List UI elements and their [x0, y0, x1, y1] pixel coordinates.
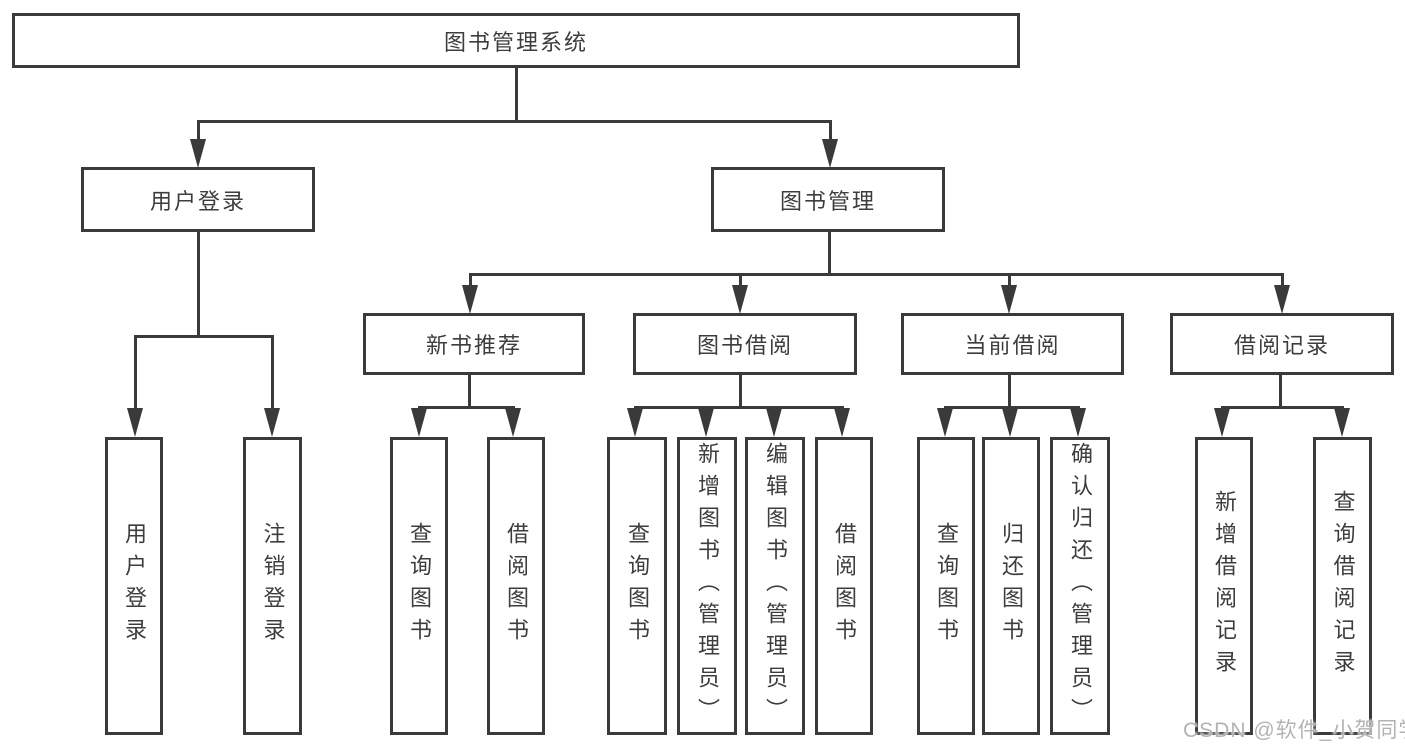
leaf-label: 查询图书 — [934, 522, 959, 650]
arrow-down-icon — [1001, 285, 1017, 314]
node-root: 图书管理系统 — [12, 13, 1020, 68]
node-leaf-user-login: 用户登录 — [105, 437, 163, 735]
arrow-down-icon — [627, 408, 643, 437]
node-leaf-return-books: 归还图书 — [982, 437, 1040, 735]
csdn-watermark: CSDN @软件_小贺同学 — [1183, 719, 1405, 742]
node-book-management-label: 图书管理 — [779, 188, 876, 214]
node-book-management: 图书管理 — [711, 167, 945, 232]
node-root-label: 图书管理系统 — [443, 29, 588, 55]
arrow-down-icon — [1274, 285, 1290, 314]
arrow-down-icon — [505, 408, 521, 437]
node-book-borrowing: 图书借阅 — [633, 313, 857, 375]
node-leaf-add-books-admin: 新增图书（管理员） — [677, 437, 737, 735]
arrow-down-icon — [1070, 408, 1086, 437]
connector-new-book-vertical — [468, 375, 471, 408]
connector-stub-user-login — [197, 120, 200, 142]
leaf-label: 归还图书 — [999, 522, 1024, 650]
arrow-down-icon — [1214, 408, 1230, 437]
connector-stub-login — [134, 335, 137, 411]
node-new-book-recommend-label: 新书推荐 — [425, 333, 522, 358]
leaf-label: 借阅图书 — [832, 522, 857, 650]
leaf-label: 新增借阅记录 — [1212, 490, 1237, 682]
arrow-down-icon — [822, 139, 838, 168]
arrow-down-icon — [127, 408, 143, 437]
node-leaf-query-books-current: 查询图书 — [917, 437, 975, 735]
connector-user-login-horizontal — [134, 335, 274, 338]
connector-stub-current-borrow — [1008, 273, 1011, 287]
leaf-label: 新增图书（管理员） — [695, 442, 720, 730]
node-leaf-borrow-books-recommend: 借阅图书 — [487, 437, 545, 735]
connector-book-borrow-horizontal — [634, 406, 844, 409]
connector-new-book-horizontal — [418, 406, 515, 409]
node-leaf-edit-books-admin: 编辑图书（管理员） — [745, 437, 805, 735]
arrow-down-icon — [732, 285, 748, 314]
connector-user-login-vertical — [197, 232, 200, 337]
node-user-login: 用户登录 — [81, 167, 315, 232]
node-current-borrowing: 当前借阅 — [901, 313, 1124, 375]
leaf-label: 查询借阅记录 — [1330, 490, 1356, 682]
node-current-borrowing-label: 当前借阅 — [964, 333, 1061, 358]
arrow-down-icon — [462, 285, 478, 314]
connector-level3-horizontal — [469, 273, 1283, 276]
connector-borrow-records-vertical — [1279, 375, 1282, 408]
node-leaf-query-books-recommend: 查询图书 — [390, 437, 448, 735]
node-borrowing-records: 借阅记录 — [1170, 313, 1394, 375]
arrow-down-icon — [1334, 408, 1350, 437]
connector-stub-new-book — [469, 273, 472, 287]
node-leaf-borrow-books: 借阅图书 — [815, 437, 873, 735]
node-new-book-recommend: 新书推荐 — [363, 313, 585, 375]
connector-stub-book-mgmt — [829, 120, 832, 142]
arrow-down-icon — [190, 139, 206, 168]
node-leaf-add-borrow-record: 新增借阅记录 — [1195, 437, 1253, 735]
node-leaf-confirm-return-admin: 确认归还（管理员） — [1050, 437, 1110, 735]
node-leaf-query-books-borrowing: 查询图书 — [607, 437, 667, 735]
node-leaf-logout: 注销登录 — [243, 437, 302, 735]
arrow-down-icon — [834, 408, 850, 437]
arrow-down-icon — [937, 408, 953, 437]
leaf-label: 注销登录 — [260, 522, 286, 650]
leaf-label: 确认归还（管理员） — [1068, 442, 1093, 730]
node-user-login-label: 用户登录 — [149, 188, 246, 214]
leaf-label: 借阅图书 — [504, 522, 529, 650]
connector-current-borrow-vertical — [1008, 375, 1011, 408]
connector-current-borrow-horizontal — [944, 406, 1080, 409]
connector-level2-horizontal — [197, 120, 832, 123]
leaf-label: 编辑图书（管理员） — [763, 442, 788, 730]
node-book-borrowing-label: 图书借阅 — [696, 333, 793, 358]
connector-stub-borrow-records — [1281, 273, 1284, 287]
connector-root-vertical — [515, 68, 518, 122]
node-borrowing-records-label: 借阅记录 — [1233, 333, 1330, 358]
leaf-label: 用户登录 — [122, 522, 147, 650]
arrow-down-icon — [698, 408, 714, 437]
connector-book-mgmt-vertical — [828, 232, 831, 273]
arrow-down-icon — [264, 408, 280, 437]
connector-book-borrow-vertical — [739, 375, 742, 408]
arrow-down-icon — [411, 408, 427, 437]
connector-borrow-records-horizontal — [1221, 406, 1344, 409]
connector-stub-book-borrow — [739, 273, 742, 287]
leaf-label: 查询图书 — [625, 522, 650, 650]
connector-stub-logout — [271, 335, 274, 411]
node-leaf-query-borrow-record: 查询借阅记录 — [1313, 437, 1372, 735]
arrow-down-icon — [766, 408, 782, 437]
arrow-down-icon — [1002, 408, 1018, 437]
leaf-label: 查询图书 — [407, 522, 432, 650]
